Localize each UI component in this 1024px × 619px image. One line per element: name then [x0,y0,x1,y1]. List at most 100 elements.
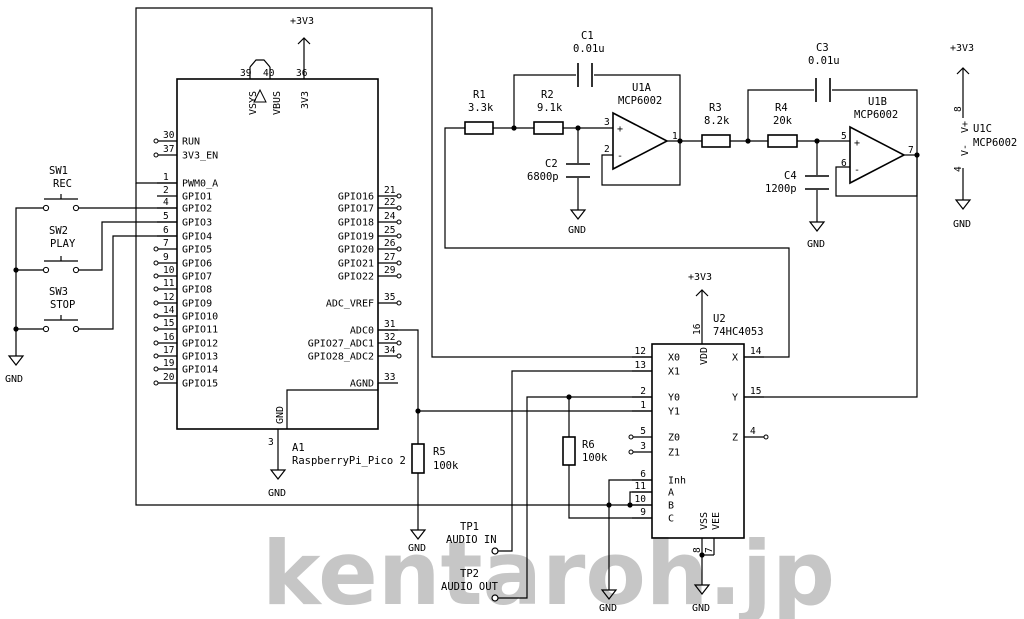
pico-pin-39-num: 39 [240,68,252,79]
r6-value: 100k [582,452,608,464]
pico-left-pin-label: RUN [182,137,200,148]
tp2-value: AUDIO OUT [441,581,499,593]
r2-ref: R2 [541,89,554,101]
pico-left-pin-label: GPIO13 [182,352,218,363]
u1b-plus-sign: + [854,138,860,149]
tp2-ref: TP2 [460,568,479,580]
u2-right-pin-num: 4 [750,426,756,437]
pico-left-pin-num: 5 [163,211,169,222]
u2-left-pin-num: 13 [635,360,646,371]
pico-right-pin-num: 27 [384,252,395,263]
pico-left-pin-num: 4 [163,197,169,208]
pico-left-pin-num: 10 [163,265,175,276]
u1b-ref: U1B [868,96,887,108]
pico-left-pin-num: 2 [163,185,169,196]
resistors: R1 3.3k R2 9.1k R3 8.2k R4 20k R5 100k R… [411,89,798,474]
u2-value: 74HC4053 [713,326,764,338]
c2-value: 6800p [527,171,559,183]
c2-gnd-label: GND [568,225,586,236]
pico-left-pin-num: 7 [163,238,169,249]
switch-sw3: SW3 STOP [42,286,80,333]
pico-3v3-supply-label: +3V3 [290,16,314,27]
unconnected-pin-marker [396,340,402,346]
c4-ref: C4 [784,170,797,182]
u2-left-pin-label: Z1 [668,448,680,459]
pico-left-pin-num: 9 [163,252,169,263]
u1b-pin-plus: 5 [841,131,847,142]
pico-ref: A1 [292,442,305,454]
pico-left-pin-label: GPIO1 [182,192,212,203]
r4-ref: R4 [775,102,788,114]
u1c-3v3-supply-label: +3V3 [950,43,974,54]
pico-right-pin-num: 35 [384,292,395,303]
u2-left-pin-num: 9 [640,507,646,518]
unconnected-pin-marker [153,313,159,319]
tp2-pad [491,594,499,602]
pico-right-pin-label: GPIO19 [338,232,374,243]
u2-left-pin-label: A [668,488,674,499]
r5-ref: R5 [433,446,446,458]
u2-left-pin-num: 3 [640,441,646,452]
u2-left-pin-num: 12 [635,346,646,357]
pico-right-pin-label: GPIO22 [338,272,374,283]
u2-left-pin-num: 2 [640,386,646,397]
r1-ref: R1 [473,89,486,101]
pico-left-pin-label: GPIO12 [182,339,218,350]
pico-right-pin-label: GPIO21 [338,259,374,270]
switch-gnd-label: GND [5,374,23,385]
u1a-minus-sign: - [617,151,623,162]
u2-right-pin-num: 15 [750,386,761,397]
opamp-u1c: V+ V- 8 4 U1C MCP6002 [953,106,1017,172]
unconnected-pin-marker [153,353,159,359]
r2-value: 9.1k [537,102,563,114]
u1b-value: MCP6002 [854,109,898,121]
unconnected-pin-marker [153,380,159,386]
u2-left-pin-label: Y1 [668,407,680,418]
pico-left-pin-label: GPIO10 [182,312,218,323]
pico-gnd-label: GND [275,406,286,424]
pico-value: RaspberryPi_Pico 2 [292,455,406,467]
pico-right-pin-label: GPIO16 [338,192,374,203]
pico-right-pin-label: ADC0 [350,326,374,337]
wires [15,7,964,599]
r5-value: 100k [433,460,459,472]
u2-pin-7-num: 7 [704,547,715,553]
c3-value: 0.01u [808,55,840,67]
pico-left-pin-label: GPIO8 [182,285,212,296]
u2-left-pin-label: X1 [668,367,680,378]
switch-sw2: SW2 PLAY [42,225,80,274]
tp1-value: AUDIO IN [446,534,497,546]
u2-vss-label: VSS [699,512,710,530]
unconnected-pin-marker [396,300,402,306]
u1a-pin-out: 1 [672,131,678,142]
unconnected-pin-marker [153,340,159,346]
unconnected-pin-marker [396,260,402,266]
unconnected-pin-marker [628,449,634,455]
power-symbols: +3V3 +3V3 +3V3 GND GND GND GND GND GND G… [5,16,974,614]
pico-left-pin-label: GPIO4 [182,232,212,243]
u2-left-pin-num: 5 [640,426,646,437]
unconnected-pin-marker [396,205,402,211]
resistor-r2 [533,121,564,135]
r3-ref: R3 [709,102,722,114]
pico-right-pin-label: GPIO20 [338,245,374,256]
pico-left-pin-label: GPIO9 [182,299,212,310]
u2-left-pin-label: X0 [668,353,680,364]
u2-3v3-supply-label: +3V3 [688,272,712,283]
pico-right-pin-num: 25 [384,225,395,236]
u2-left-pin-label: Y0 [668,393,680,404]
pico-left-pin-num: 6 [163,225,169,236]
unconnected-pin-marker [153,152,159,158]
unconnected-pin-marker [396,233,402,239]
sw2-value: PLAY [50,238,76,250]
c2-ref: C2 [545,158,558,170]
u2-left-pin-label: C [668,514,674,525]
opamp-u1a: + - 3 2 1 U1A MCP6002 [604,82,678,171]
pico-left-pin-label: GPIO14 [182,365,218,376]
unconnected-pin-marker [153,300,159,306]
u2-vdd-label: VDD [699,347,710,365]
pico-left-pin-num: 17 [163,345,174,356]
u2-right-pin-label: X [732,353,738,364]
unconnected-pin-marker [628,434,634,440]
